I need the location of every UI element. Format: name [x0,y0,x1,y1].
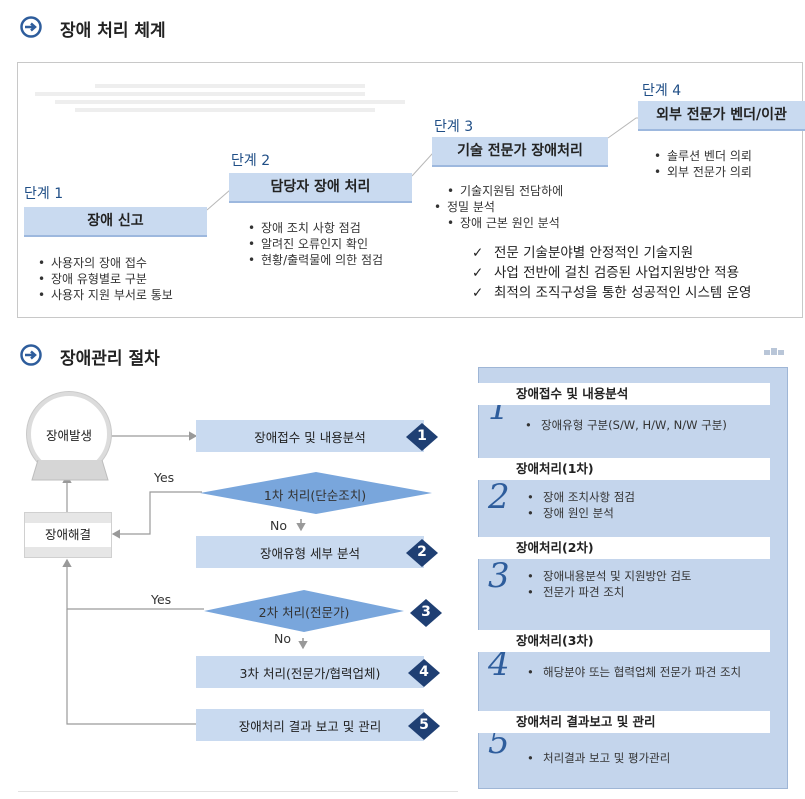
divider [18,791,458,792]
list-item: 장애 조치 사항 점검 [248,220,383,236]
stage1-box: 장애 신고 [24,207,207,237]
diamond-badge-icon [408,712,440,740]
flow-badge-2: 2 [406,539,438,571]
list-item: 해당분야 또는 협력업체 전문가 파견 조치 [527,664,741,680]
stage2-label: 단계 2 [231,153,271,169]
flow-badge-4: 4 [408,659,440,691]
diamond-badge-icon [406,423,438,451]
arrow-circle-icon [20,344,42,366]
step1-list: 장애유형 구분(S/W, H/W, N/W 구분) [525,417,727,433]
section2-title: 장애관리 절차 [60,349,160,369]
start-label: 장애발생 [45,427,92,443]
step3-list: 장애내용분석 및 지원방안 검토 전문가 파견 조치 [527,568,692,600]
diamond-badge-icon [410,599,442,627]
resolve-node: 장애해결 [24,512,112,558]
step3-number: 3 [488,556,510,596]
stage2-box: 담당자 장애 처리 [229,173,412,203]
stage1-label: 단계 1 [24,186,64,202]
flow-badge-3: 3 [410,599,442,631]
section1-title: 장애 처리 체계 [60,21,166,41]
list-item: 정밀 분석 [434,199,563,215]
decorative-dot-pattern [35,84,405,112]
diamond1-label: 1차 처리(단순조치) [263,488,367,503]
list-item: 솔루션 벤더 의뢰 [654,148,752,164]
diamond2-label: 2차 처리(전문가) [258,605,350,620]
step4-number: 4 [488,644,510,684]
arrow-circle-icon [20,16,42,38]
step5-title: 장애처리 결과보고 및 관리 [478,711,770,733]
step3-title: 장애처리(2차) [478,537,770,559]
flow-badge-1: 1 [406,423,438,455]
badge-number: 1 [417,428,427,444]
list-item: 외부 전문가 의뢰 [654,164,752,180]
step4-list: 해당분야 또는 협력업체 전문가 파견 조치 [527,664,741,680]
badge-number: 3 [421,604,431,620]
list-item: 장애내용분석 및 지원방안 검토 [527,568,692,584]
badge-number: 5 [419,717,429,733]
stage4-box: 외부 전문가 벤더/이관 [638,101,805,131]
resolve-label: 장애해결 [25,523,111,547]
badge-number: 4 [419,664,429,680]
list-item-continuation: 정밀 분석 [447,200,495,214]
check-text: 사업 전반에 걸친 검증된 사업지원방안 적용 [494,265,740,281]
flow-badge-5: 5 [408,712,440,744]
stage4-list: 솔루션 벤더 의뢰 외부 전문가 의뢰 [654,148,752,180]
stage3-box: 기술 전문가 장애처리 [432,137,608,167]
list-item: 알려진 오류인지 확인 [248,236,383,252]
list-item: 전문가 파견 조치 [527,584,692,600]
check-list: ✓ 전문 기술분야별 안정적인 기술지원 ✓ 사업 전반에 걸친 검증된 사업지원방… [472,243,751,303]
list-item: 처리결과 보고 및 평가관리 [527,750,670,766]
check-icon: ✓ [472,285,484,301]
step4-title: 장애처리(3차) [478,630,770,652]
diamond-badge-icon [406,539,438,567]
flow-box-receive: 장애접수 및 내용분석 [196,420,424,452]
list-item: 사용자의 장애 접수 [38,255,173,271]
no2-label: No [274,631,291,646]
list-item: 사용자 지원 부서로 통보 [38,287,173,303]
yes1-label: Yes [154,470,175,485]
decorative-bars-icon [764,348,784,355]
step2-number: 2 [488,477,510,517]
list-item: 현황/출력물에 의한 점검 [248,252,383,268]
stage3-list: 기술지원팀 전담하에 정밀 분석 장애 근본 원인 분석 [434,183,563,231]
check-text: 최적의 조직구성을 통한 성공적인 시스템 운영 [494,285,752,301]
stage3-label: 단계 3 [434,119,474,135]
yes2-label: Yes [151,592,172,607]
flow-box-type-analysis: 장애유형 세부 분석 [196,536,424,568]
flow-diamond-first [200,472,432,514]
flow-diamond-second [204,590,404,632]
stage4-label: 단계 4 [642,83,682,99]
process-panel [17,62,803,318]
check-icon: ✓ [472,245,484,261]
list-item: 장애 근본 원인 분석 [447,215,563,231]
check-item: ✓ 사업 전반에 걸친 검증된 사업지원방안 적용 [472,263,751,283]
start-node-base [31,460,109,481]
check-item: ✓ 전문 기술분야별 안정적인 기술지원 [472,243,751,263]
stage1-list: 사용자의 장애 접수 장애 유형별로 구분 사용자 지원 부서로 통보 [38,255,173,303]
check-text: 전문 기술분야별 안정적인 기술지원 [494,245,694,261]
list-item: 기술지원팀 전담하에 [447,183,563,199]
check-item: ✓ 최적의 조직구성을 통한 성공적인 시스템 운영 [472,283,751,303]
flow-box-report: 장애처리 결과 보고 및 관리 [196,709,424,741]
no1-label: No [270,518,287,533]
badge-number: 2 [417,544,427,560]
check-icon: ✓ [472,265,484,281]
list-item: 장애 조치사항 점검 [527,489,635,505]
step2-list: 장애 조치사항 점검 장애 원인 분석 [527,489,635,521]
step1-title: 장애접수 및 내용분석 [478,383,770,405]
diamond-badge-icon [408,659,440,687]
list-item: 장애 유형별로 구분 [38,271,173,287]
list-item: 장애유형 구분(S/W, H/W, N/W 구분) [525,417,727,433]
step5-list: 처리결과 보고 및 평가관리 [527,750,670,766]
step2-title: 장애처리(1차) [478,458,770,480]
flow-box-third: 3차 처리(전문가/협력업체) [196,656,424,688]
stage2-list: 장애 조치 사항 점검 알려진 오류인지 확인 현황/출력물에 의한 점검 [248,220,383,268]
list-item: 장애 원인 분석 [527,505,635,521]
